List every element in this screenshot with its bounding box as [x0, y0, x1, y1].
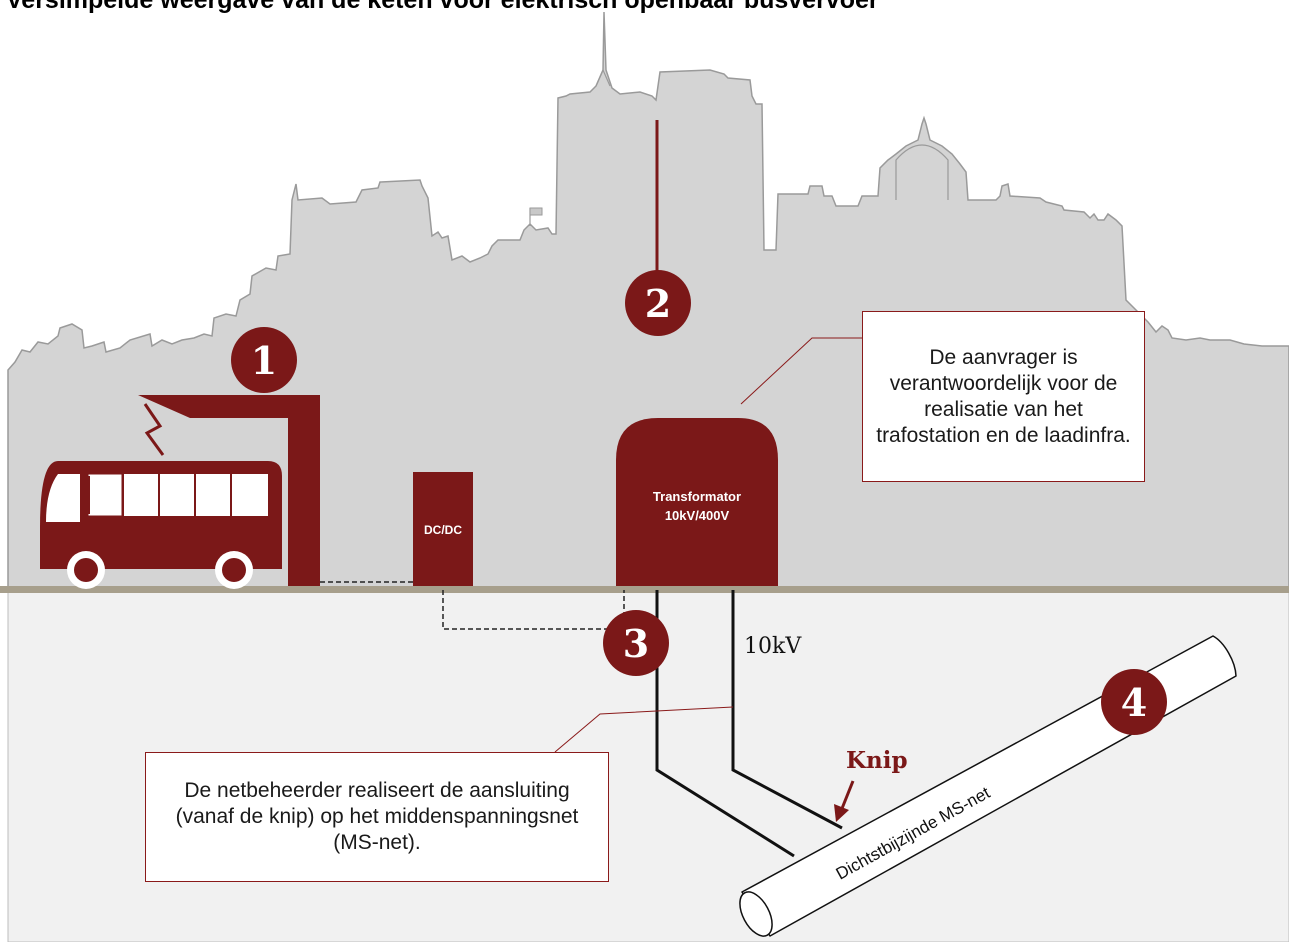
marker-1: 1: [231, 327, 297, 393]
wind-turbine: [595, 68, 611, 87]
transformer-station: [616, 418, 778, 586]
transformer-rating: 10kV/400V: [665, 508, 730, 523]
dcdc-cabinet: [413, 472, 473, 586]
marker-2: 2: [625, 120, 691, 336]
underground-dc-cable: [442, 590, 625, 630]
voltage-label: 10kV: [744, 634, 802, 659]
callout-leader-aanvrager: [740, 337, 862, 405]
callout-aanvrager: De aanvrager is verantwoordelijk voor de…: [862, 311, 1145, 482]
dcdc-label: DC/DC: [424, 523, 462, 537]
electric-bus-icon: [40, 461, 282, 589]
callout-netbeheerder-text: De netbeheerder realiseert de aansluitin…: [175, 779, 579, 854]
transformer-label: Transformator: [653, 489, 741, 504]
marker-4: 4: [1101, 669, 1167, 735]
ground-line: [0, 586, 1289, 593]
callout-leader-netbeheerder: [554, 706, 734, 753]
flag: [529, 207, 543, 216]
pantograph: [143, 403, 165, 456]
marker-3: 3: [603, 610, 669, 676]
mv-cable-b: [731, 590, 843, 830]
dome-building: [895, 144, 949, 200]
marker-3-label: 3: [623, 621, 649, 666]
diagram-title: Versimpelde weergave van de keten voor e…: [6, 0, 879, 14]
marker-2-label: 2: [645, 281, 671, 326]
charging-canopy: [138, 395, 320, 586]
marker-1-label: 1: [251, 338, 277, 383]
callout-aanvrager-text: De aanvrager is verantwoordelijk voor de…: [876, 345, 1131, 447]
knip-label: Knip: [846, 747, 908, 774]
marker-4-label: 4: [1121, 680, 1147, 725]
callout-netbeheerder: De netbeheerder realiseert de aansluitin…: [145, 752, 609, 882]
knip-arrow: [839, 780, 855, 812]
knip-arrowhead: [834, 804, 849, 822]
